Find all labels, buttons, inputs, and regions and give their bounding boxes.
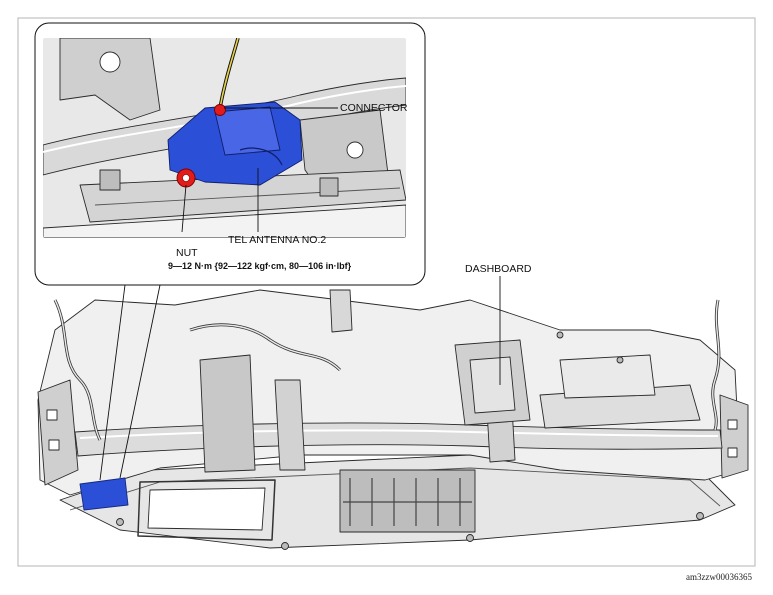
dashboard-label: DASHBOARD	[465, 263, 532, 275]
left-side-bracket	[37, 379, 79, 486]
right-duct-box	[559, 354, 656, 399]
nut-leader	[181, 184, 187, 233]
mounting-bolts	[116, 331, 704, 550]
center-wiring-bundle-inner	[189, 324, 341, 371]
right-wiring-harness-inner	[712, 299, 720, 431]
right-bracket-hole	[727, 419, 738, 430]
detail-upper-bracket	[59, 38, 161, 121]
left-vent-frame	[137, 479, 276, 541]
cross-car-beam-highlight	[79, 429, 719, 439]
tel-antenna-installed	[79, 477, 129, 511]
callout-line-left	[99, 284, 126, 481]
callout-line-right	[119, 284, 161, 479]
torque-spec-label: 9—12 N·m {92—122 kgf·cm, 80—106 in·lbf}	[168, 261, 352, 271]
dashboard-module-face	[469, 356, 516, 414]
nut-label: NUT	[176, 247, 198, 259]
figure-code: am3zzw00036365	[686, 572, 752, 582]
detail-illustration	[43, 38, 406, 238]
steering-support	[199, 354, 256, 473]
connector-label: CONNECTOR	[340, 102, 408, 114]
left-wiring-harness-inner	[54, 299, 101, 441]
right-side-bracket	[719, 394, 749, 479]
right-bracket-hole	[727, 447, 738, 458]
lower-trim-edge	[69, 467, 721, 511]
left-bracket-hole	[48, 439, 60, 451]
center-support-left	[274, 379, 306, 471]
tel-antenna-label: TEL ANTENNA NO.2	[228, 234, 327, 246]
left-bracket-hole	[46, 409, 58, 421]
detail-trim-edge	[43, 204, 406, 238]
dashboard-assembly	[37, 289, 749, 550]
connector-marker	[214, 104, 226, 116]
left-vent-opening	[147, 487, 266, 531]
center-vent-grille	[339, 469, 476, 533]
center-column-pipe	[329, 289, 353, 333]
detail-leader-lines	[181, 107, 338, 233]
vent-slats	[343, 478, 472, 526]
